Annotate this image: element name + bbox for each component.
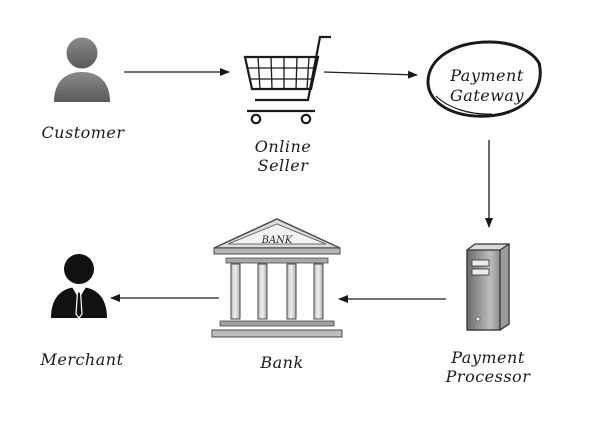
merchant-label: Merchant — [40, 350, 124, 369]
bank-building-icon: BANK — [211, 218, 343, 338]
businessman-icon — [51, 254, 107, 319]
shopping-cart-icon — [243, 35, 331, 125]
server-icon — [466, 242, 510, 332]
payment-gateway-label-line2: Gateway — [450, 86, 524, 105]
online-seller-label-line1: Online — [254, 137, 312, 156]
online-seller-label: Online Seller — [228, 137, 338, 175]
online-seller-label-line2: Seller — [257, 156, 309, 175]
bank-label: Bank — [260, 353, 304, 372]
person-icon — [54, 37, 110, 102]
circle-ring-icon — [426, 40, 542, 118]
payment-processor-label-line2: Processor — [445, 367, 531, 386]
payment-gateway-label-line1: Payment — [450, 66, 524, 85]
payment-processor-label: Payment Processor — [433, 348, 543, 386]
arrow-seller-to-gateway — [323, 70, 418, 79]
bank-sign: BANK — [261, 235, 293, 246]
payment-gateway-label: Payment Gateway — [432, 66, 542, 106]
customer-label: Customer — [41, 123, 125, 142]
payment-processor-label-line1: Payment — [451, 348, 525, 367]
